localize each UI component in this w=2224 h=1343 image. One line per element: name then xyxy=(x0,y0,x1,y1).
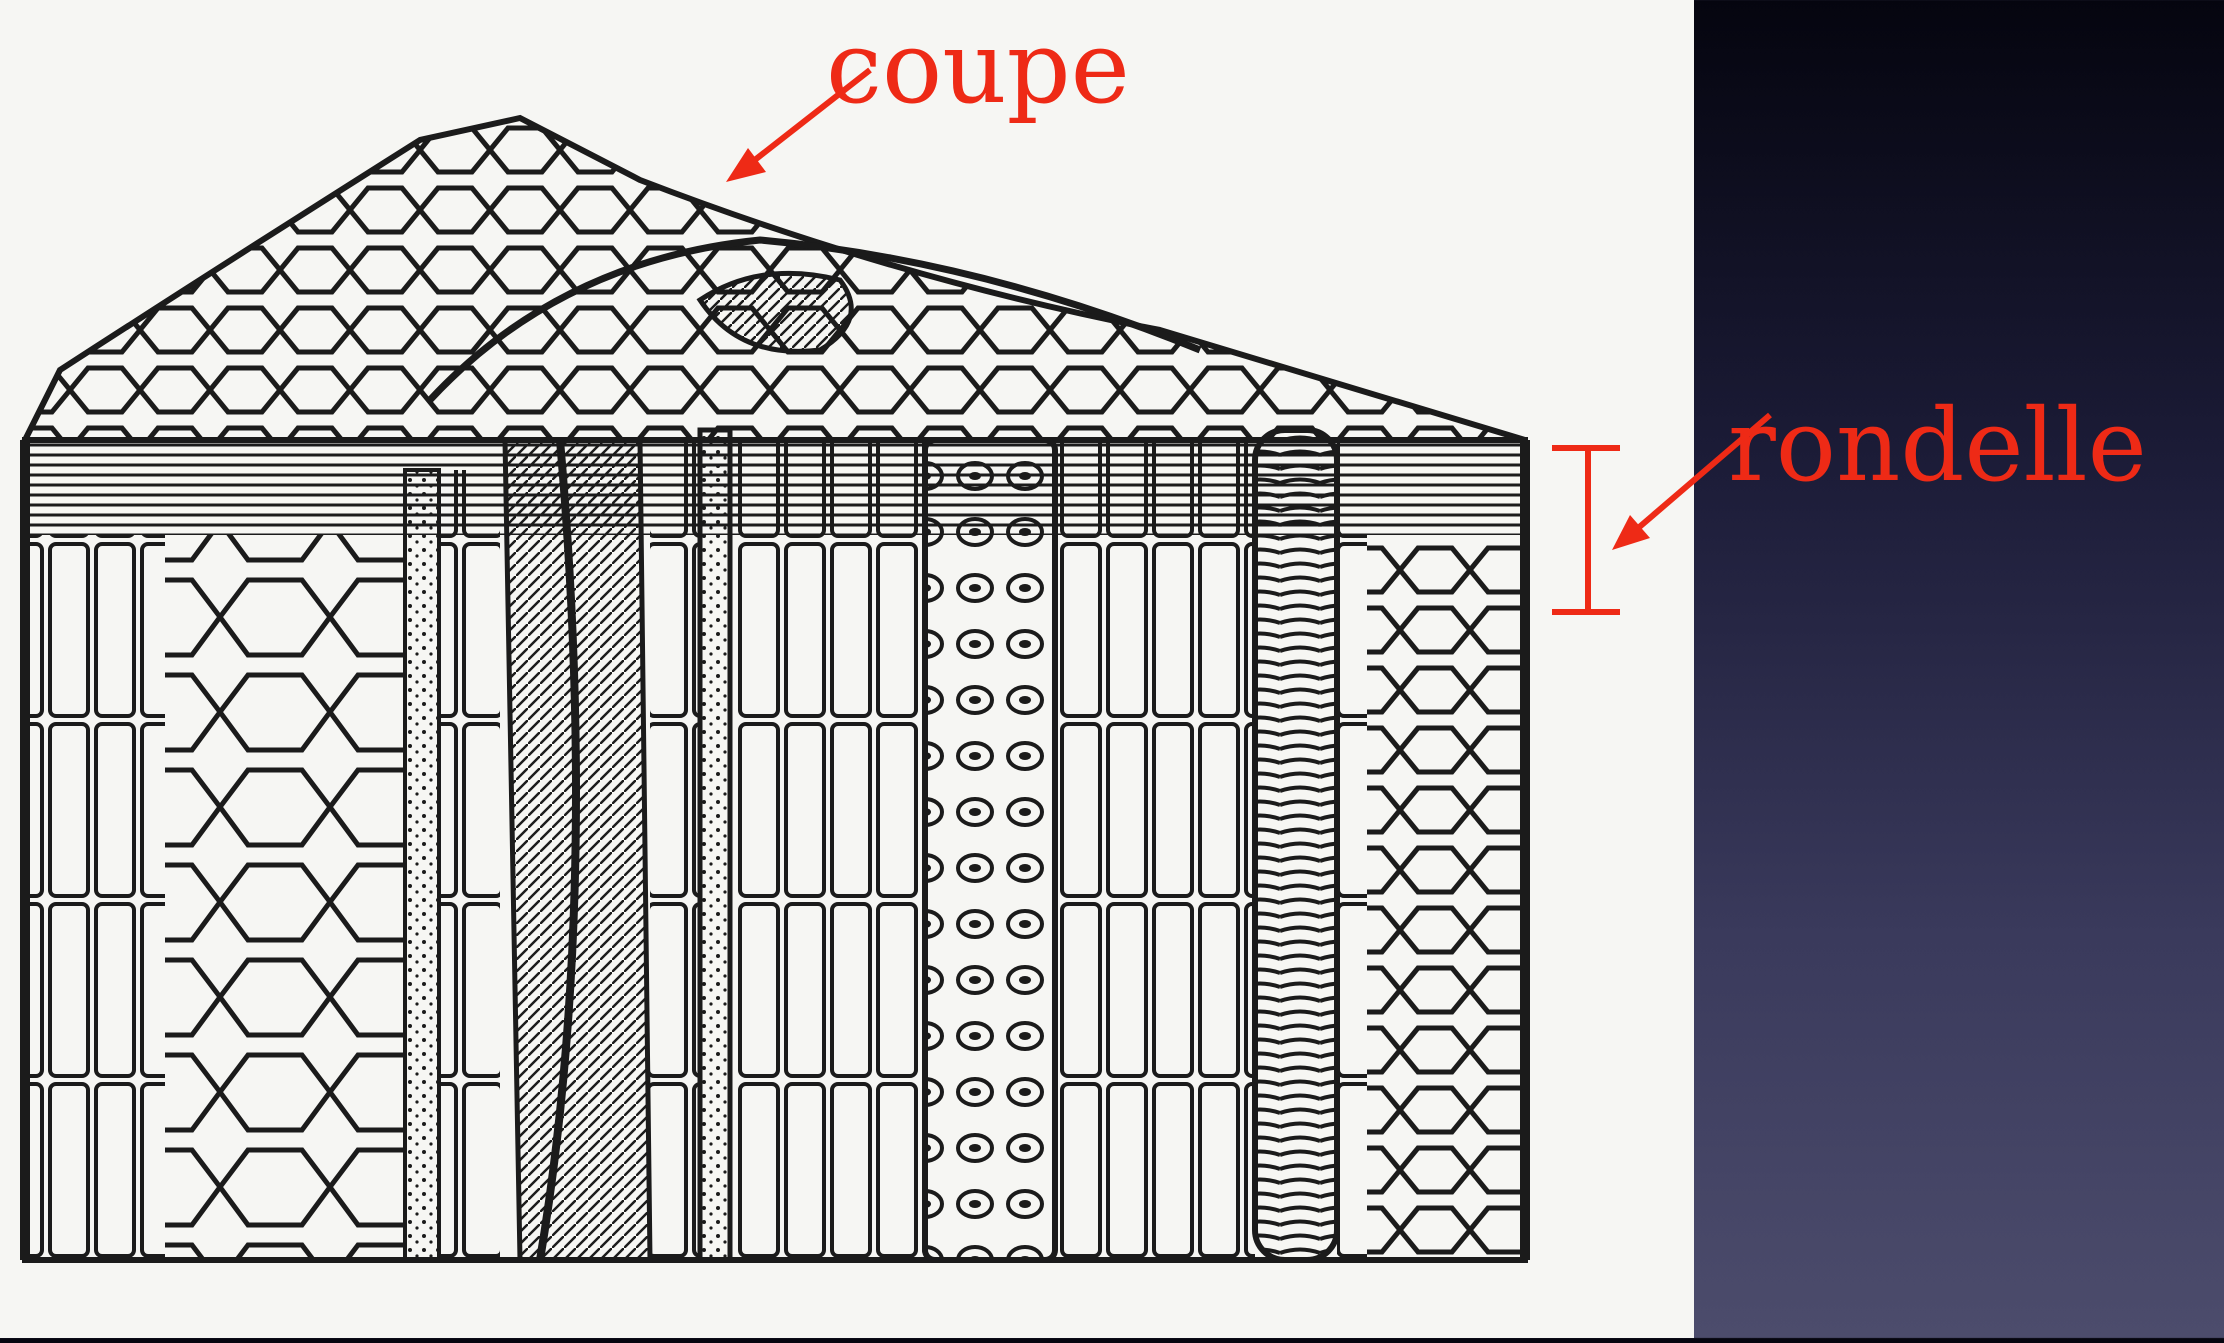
tissue-block-drawing xyxy=(0,0,1694,1338)
label-coupe: coupe xyxy=(826,18,1130,118)
label-rondelle: rondelle xyxy=(1728,396,2147,496)
plant-tissue-illustration xyxy=(0,0,1694,1338)
